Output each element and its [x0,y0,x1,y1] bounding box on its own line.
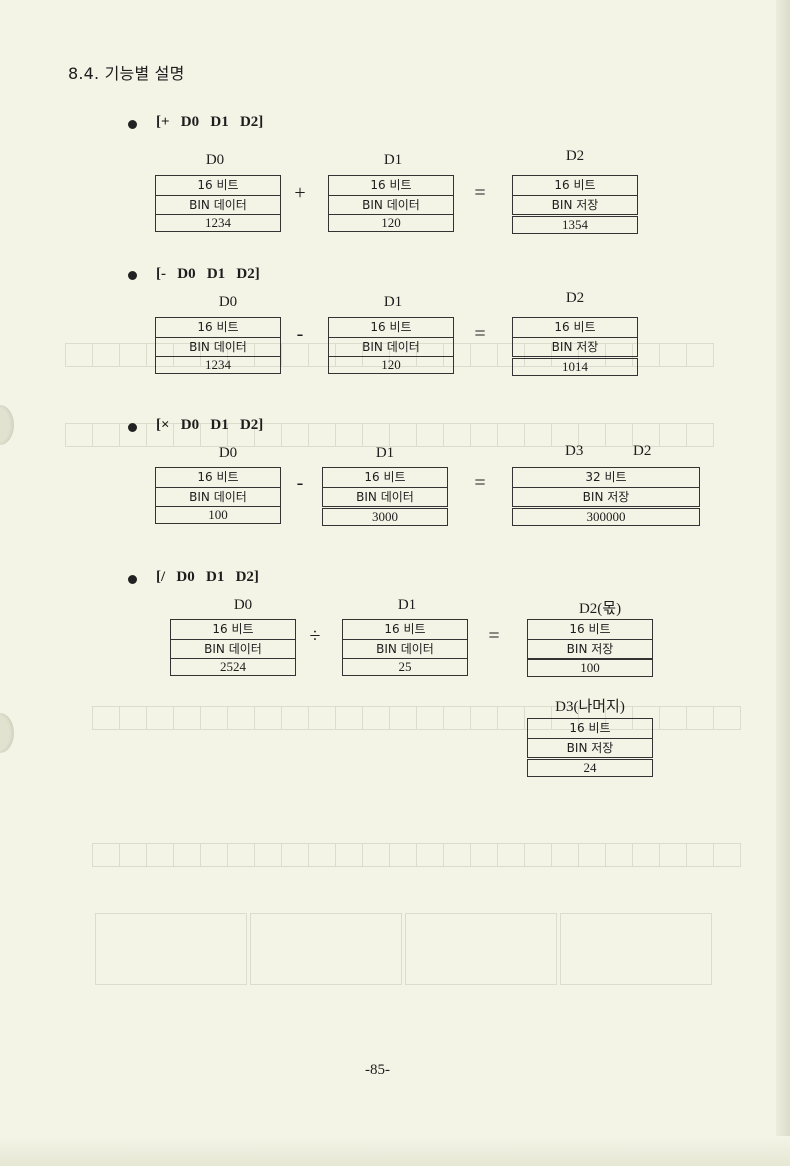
data-type: BIN 데이터 [156,487,280,507]
op-div-quotient-value: 100 [527,659,653,677]
minus-sign: - [296,323,304,345]
data-type: BIN 저장 [513,195,637,215]
data-type: BIN 저장 [528,738,652,758]
op-sub-d0-value: 1234 [155,356,281,374]
op-mul-d0-value: 100 [155,506,281,524]
op-div-remainder-label: D3(나머지) [555,699,625,715]
op-sub-d2-box: 16 비트 BIN 저장 [512,317,638,357]
bit-width: 16 비트 [370,178,412,192]
bit-width: 16 비트 [370,320,412,334]
op-mul-d0-label: D0 [218,445,238,461]
op-sub-d0-label: D0 [218,294,238,310]
bleed-through-block [560,913,712,985]
op-add-d1-value: 120 [328,214,454,232]
op-mul-d1-box: 16 비트 BIN 데이터 [322,467,448,507]
op-add-d0-label: D0 [205,152,225,168]
op-div-quotient-label: D2(몫) [578,601,622,617]
bullet-icon [128,120,137,129]
data-type: BIN 데이터 [171,639,295,659]
equals-sign: = [474,323,486,345]
punch-hole [0,405,14,445]
op-div-quotient-box: 16 비트 BIN 저장 [527,619,653,659]
bleed-through-grid [92,843,741,867]
op-div-d0-box: 16 비트 BIN 데이터 [170,619,296,659]
op-add-d2-label: D2 [565,148,585,164]
bullet-icon [128,575,137,584]
op-add-d1-label: D1 [383,152,403,168]
op-sub-d0-box: 16 비트 BIN 데이터 [155,317,281,357]
data-type: BIN 데이터 [329,195,453,215]
equals-sign: = [474,182,486,204]
bleed-through-block [95,913,247,985]
divide-sign: ÷ [309,625,321,647]
op-div-title: [/ D0 D1 D2] [156,569,259,585]
op-mul-title: [× D0 D1 D2] [156,417,264,433]
minus-sign: - [296,472,304,494]
op-mul-d1-label: D1 [375,445,395,461]
op-mul-d1-value: 3000 [322,508,448,526]
op-div-d0-value: 2524 [170,658,296,676]
op-mul-d3-label: D3 [565,443,584,459]
op-sub-d1-label: D1 [383,294,403,310]
data-type: BIN 데이터 [156,337,280,357]
op-mul-d0-box: 16 비트 BIN 데이터 [155,467,281,507]
plus-sign: + [294,182,306,204]
bit-width: 16 비트 [554,320,596,334]
bit-width: 16 비트 [212,622,254,636]
op-add-d1-box: 16 비트 BIN 데이터 [328,175,454,215]
op-div-d1-label: D1 [397,597,417,613]
op-sub-d2-label: D2 [565,290,585,306]
op-sub-d1-value: 120 [328,356,454,374]
bit-width: 32 비트 [585,470,627,484]
op-add-d0-box: 16 비트 BIN 데이터 [155,175,281,215]
bleed-through-block [405,913,557,985]
op-add-title: [+ D0 D1 D2] [156,114,264,130]
op-div-remainder-box: 16 비트 BIN 저장 [527,718,653,758]
op-sub-d1-box: 16 비트 BIN 데이터 [328,317,454,357]
data-type: BIN 데이터 [156,195,280,215]
op-add-d2-box: 16 비트 BIN 저장 [512,175,638,215]
data-type: BIN 저장 [513,337,637,357]
bullet-icon [128,423,137,432]
page-number: -85- [365,1062,390,1078]
data-type: BIN 저장 [513,487,699,507]
data-type: BIN 저장 [528,639,652,659]
bit-width: 16 비트 [554,178,596,192]
op-mul-result-value: 300000 [512,508,700,526]
op-div-d0-label: D0 [233,597,253,613]
bit-width: 16 비트 [364,470,406,484]
page-edge [776,0,790,1166]
page-edge [0,1136,790,1166]
op-sub-title: [- D0 D1 D2] [156,266,260,282]
data-type: BIN 데이터 [323,487,447,507]
bit-width: 16 비트 [197,320,239,334]
bit-width: 16 비트 [569,721,611,735]
op-add-d0-value: 1234 [155,214,281,232]
equals-sign: = [474,472,486,494]
bleed-through-grid [65,423,714,447]
punch-hole [0,713,14,753]
equals-sign: = [488,625,500,647]
bullet-icon [128,271,137,280]
op-sub-d2-value: 1014 [512,358,638,376]
section-heading: 8.4. 기능별 설명 [68,64,185,83]
bit-width: 16 비트 [197,470,239,484]
data-type: BIN 데이터 [329,337,453,357]
bit-width: 16 비트 [197,178,239,192]
bleed-through-grid [65,343,714,367]
op-div-d1-value: 25 [342,658,468,676]
op-div-d1-box: 16 비트 BIN 데이터 [342,619,468,659]
op-mul-result-box: 32 비트 BIN 저장 [512,467,700,507]
bleed-through-block [250,913,402,985]
bit-width: 16 비트 [384,622,426,636]
data-type: BIN 데이터 [343,639,467,659]
op-add-d2-value: 1354 [512,216,638,234]
op-mul-d2-label: D2 [633,443,652,459]
bit-width: 16 비트 [569,622,611,636]
op-div-remainder-value: 24 [527,759,653,777]
